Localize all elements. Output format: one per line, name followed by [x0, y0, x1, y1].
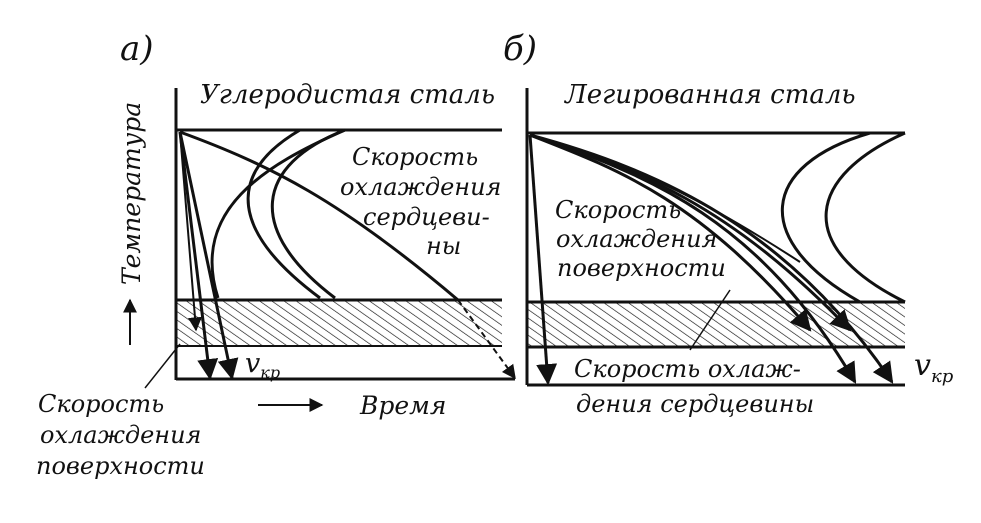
panel-a-surface-arrow-1 [178, 131, 219, 381]
panel-b-c-curve-right [824, 131, 906, 304]
panel-a-core-label-1: Скорость [352, 143, 478, 171]
panel-a-c-curve-right [270, 128, 346, 300]
panel-b-core-leader [689, 289, 731, 351]
panel-a-surface-arrow-2 [178, 131, 239, 381]
panel-b-title: Легированная сталь [563, 80, 856, 110]
panel-b-core-cooling-1 [529, 133, 812, 332]
panel-a-surface-label-3: поверхности [36, 452, 205, 480]
panel-b-letter: б) [503, 29, 537, 69]
panel-a-surface-label-1: Скорость [38, 390, 164, 418]
panel-a-core-cooling-dashed [457, 299, 516, 380]
panel-a-core-label-3: сердцеви- [363, 203, 490, 231]
y-axis-label: Температура [117, 102, 146, 285]
panel-b-surface-label-3: поверхности [557, 254, 726, 282]
panel-b-c-curve-outer [781, 131, 871, 304]
panel-a-hatched-band [176, 300, 502, 346]
panel-b-core-label-2: дения сердцевины [576, 390, 814, 418]
panel-a-letter: а) [120, 29, 154, 69]
panel-a-vkr-label: vкр [245, 348, 280, 382]
panel-b-core-cooling-3 [529, 133, 857, 384]
panel-a-core-label-4: ны [426, 232, 461, 260]
panel-b-core-cooling-4 [529, 133, 894, 384]
panel-a-core-label-2: охлаждения [340, 173, 501, 201]
panel-a-surface-label-2: охлаждения [40, 421, 201, 449]
panel-b-surface-arrow [528, 134, 558, 386]
panel-a-surface-leader [144, 343, 181, 389]
panel-a-surface-arrow-3 [179, 131, 202, 332]
panel-a-c-curve-left [246, 128, 321, 300]
panel-a: а) Углеродистая сталь Температура Скорос… [36, 29, 516, 480]
panel-b: б) Легированная сталь Скорость охлаждени… [503, 29, 954, 418]
panel-b-surface-label-2: охлаждения [556, 225, 717, 253]
panel-a-c-curve-start [210, 128, 346, 299]
panel-b-core-label-1: Скорость охлаж- [574, 355, 801, 383]
panel-b-vkr-label: vкр [914, 348, 954, 387]
x-axis-label: Время [359, 391, 446, 420]
panel-a-core-cooling-curve [179, 130, 459, 302]
panel-a-title: Углеродистая сталь [200, 80, 495, 110]
panel-b-surface-label-1: Скорость [555, 196, 681, 224]
